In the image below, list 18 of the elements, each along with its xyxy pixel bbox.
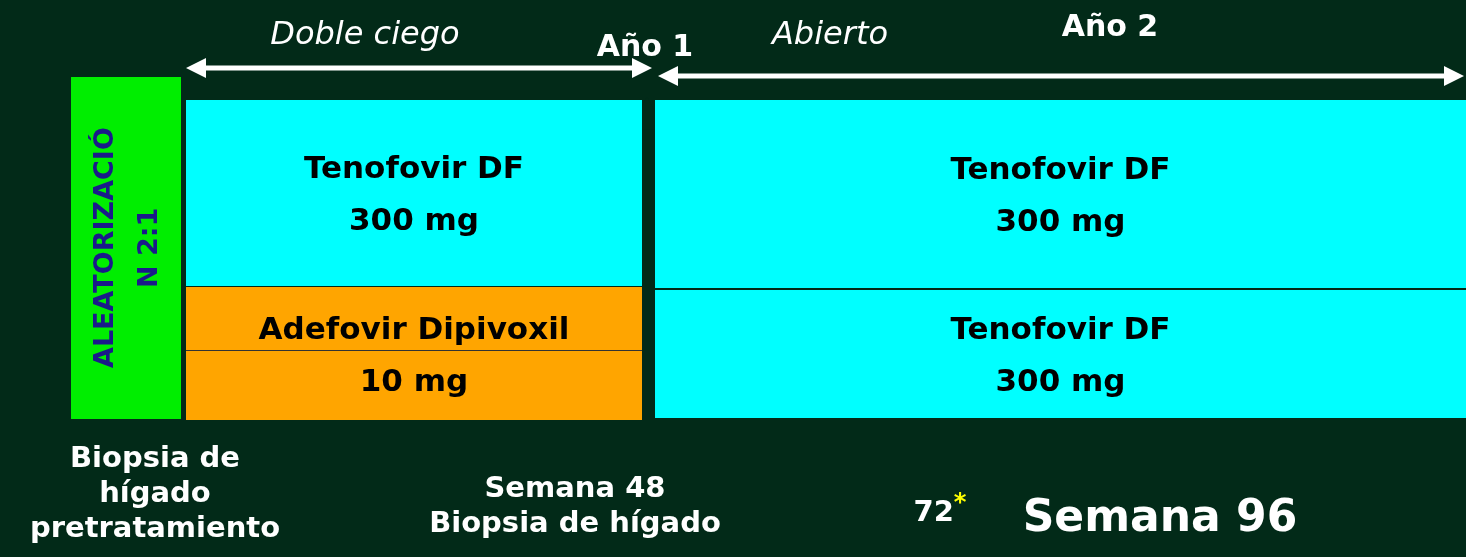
phase-label: Abierto (769, 14, 890, 53)
treatment-box (186, 287, 642, 420)
timepoint-label: Semana 96 (1021, 490, 1299, 543)
drug-dose-text: Adefovir Dipivoxil 10 mg (257, 308, 571, 400)
year-label: Año 1 (595, 28, 695, 64)
drug-dose-text: Tenofovir DF 300 mg (303, 148, 525, 239)
drug-dose-text: Tenofovir DF 300 mg (949, 149, 1172, 240)
treatment-box (186, 100, 642, 286)
randomization-bar (71, 77, 181, 419)
treatment-box (655, 290, 1466, 418)
year-label: Año 2 (1060, 8, 1160, 44)
vertical-label: ALEATORIZACIÓ N 2:1 (87, 126, 164, 371)
timepoint-label: Biopsia de hígado pretratamiento (28, 440, 282, 545)
drug-dose-text: Tenofovir DF 300 mg (949, 309, 1172, 400)
treatment-box (655, 100, 1466, 288)
phase-label: Doble ciego (269, 14, 461, 53)
timepoint-label: Semana 48 Biopsia de hígado (428, 470, 722, 540)
timepoint-label: 72$^{*}$ (912, 488, 968, 529)
